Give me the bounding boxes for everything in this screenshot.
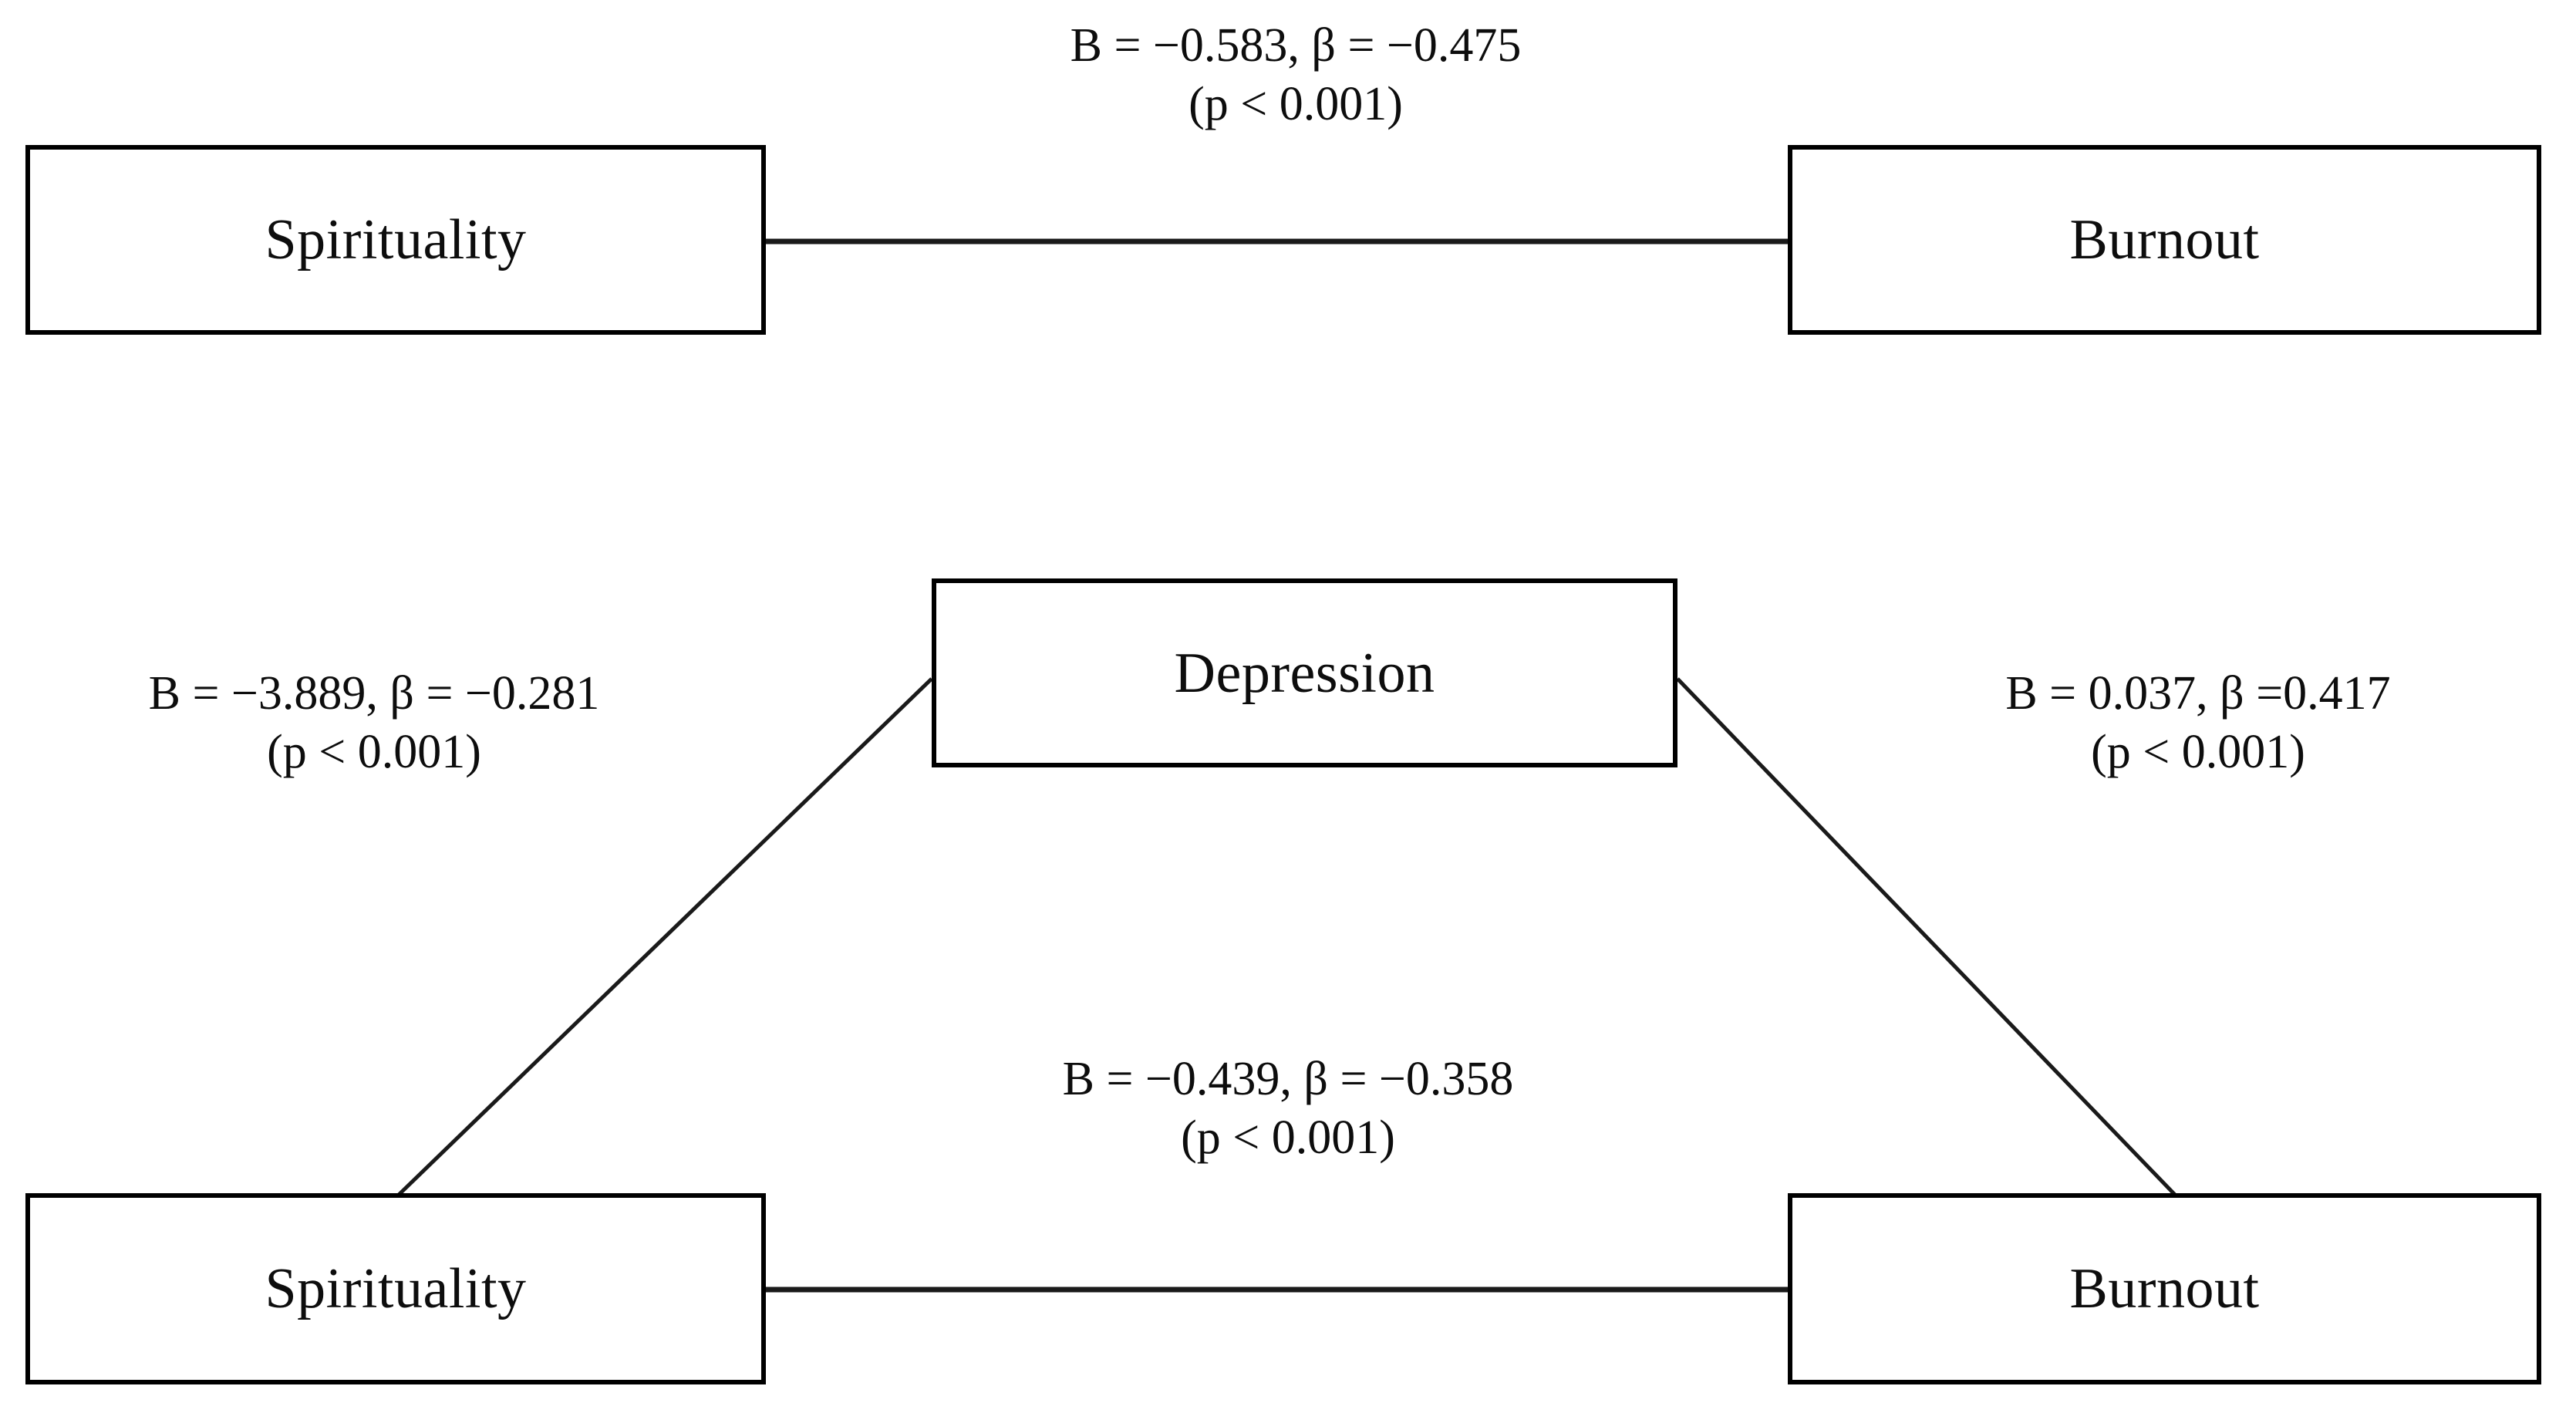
connector-b-path: [1676, 677, 2176, 1196]
node-box-burnout-top: Burnout: [1788, 145, 2541, 335]
path-label-direct-effect-pvalue: (p < 0.001): [1189, 77, 1403, 130]
node-label-spirituality-top: Spirituality: [265, 208, 527, 271]
connector-a-path: [397, 677, 933, 1196]
node-box-spirituality-top: Spirituality: [25, 145, 766, 335]
node-box-spirituality-bottom: Spirituality: [25, 1193, 766, 1384]
path-label-b-path-coefficients: B = 0.037, β =0.417: [2005, 667, 2391, 720]
node-label-spirituality-bottom: Spirituality: [265, 1257, 527, 1320]
node-label-depression: Depression: [1174, 641, 1435, 705]
path-label-direct-effect: B = −0.583, β = −0.475 (p < 0.001): [841, 17, 1751, 133]
node-box-depression: Depression: [932, 578, 1677, 767]
path-label-a-path: B = −3.889, β = −0.281 (p < 0.001): [15, 665, 733, 781]
path-label-c-prime-path: B = −0.439, β = −0.358 (p < 0.001): [872, 1050, 1704, 1167]
node-label-burnout-bottom: Burnout: [2069, 1257, 2260, 1320]
path-label-c-prime-path-pvalue: (p < 0.001): [1181, 1111, 1395, 1164]
path-label-b-path: B = 0.037, β =0.417 (p < 0.001): [1851, 665, 2545, 781]
path-label-c-prime-path-coefficients: B = −0.439, β = −0.358: [1062, 1053, 1514, 1105]
node-box-burnout-bottom: Burnout: [1788, 1193, 2541, 1384]
node-label-burnout-top: Burnout: [2069, 208, 2260, 271]
path-label-a-path-pvalue: (p < 0.001): [267, 725, 481, 778]
path-label-a-path-coefficients: B = −3.889, β = −0.281: [148, 667, 600, 720]
path-label-direct-effect-coefficients: B = −0.583, β = −0.475: [1070, 19, 1522, 72]
path-label-b-path-pvalue: (p < 0.001): [2091, 725, 2305, 778]
